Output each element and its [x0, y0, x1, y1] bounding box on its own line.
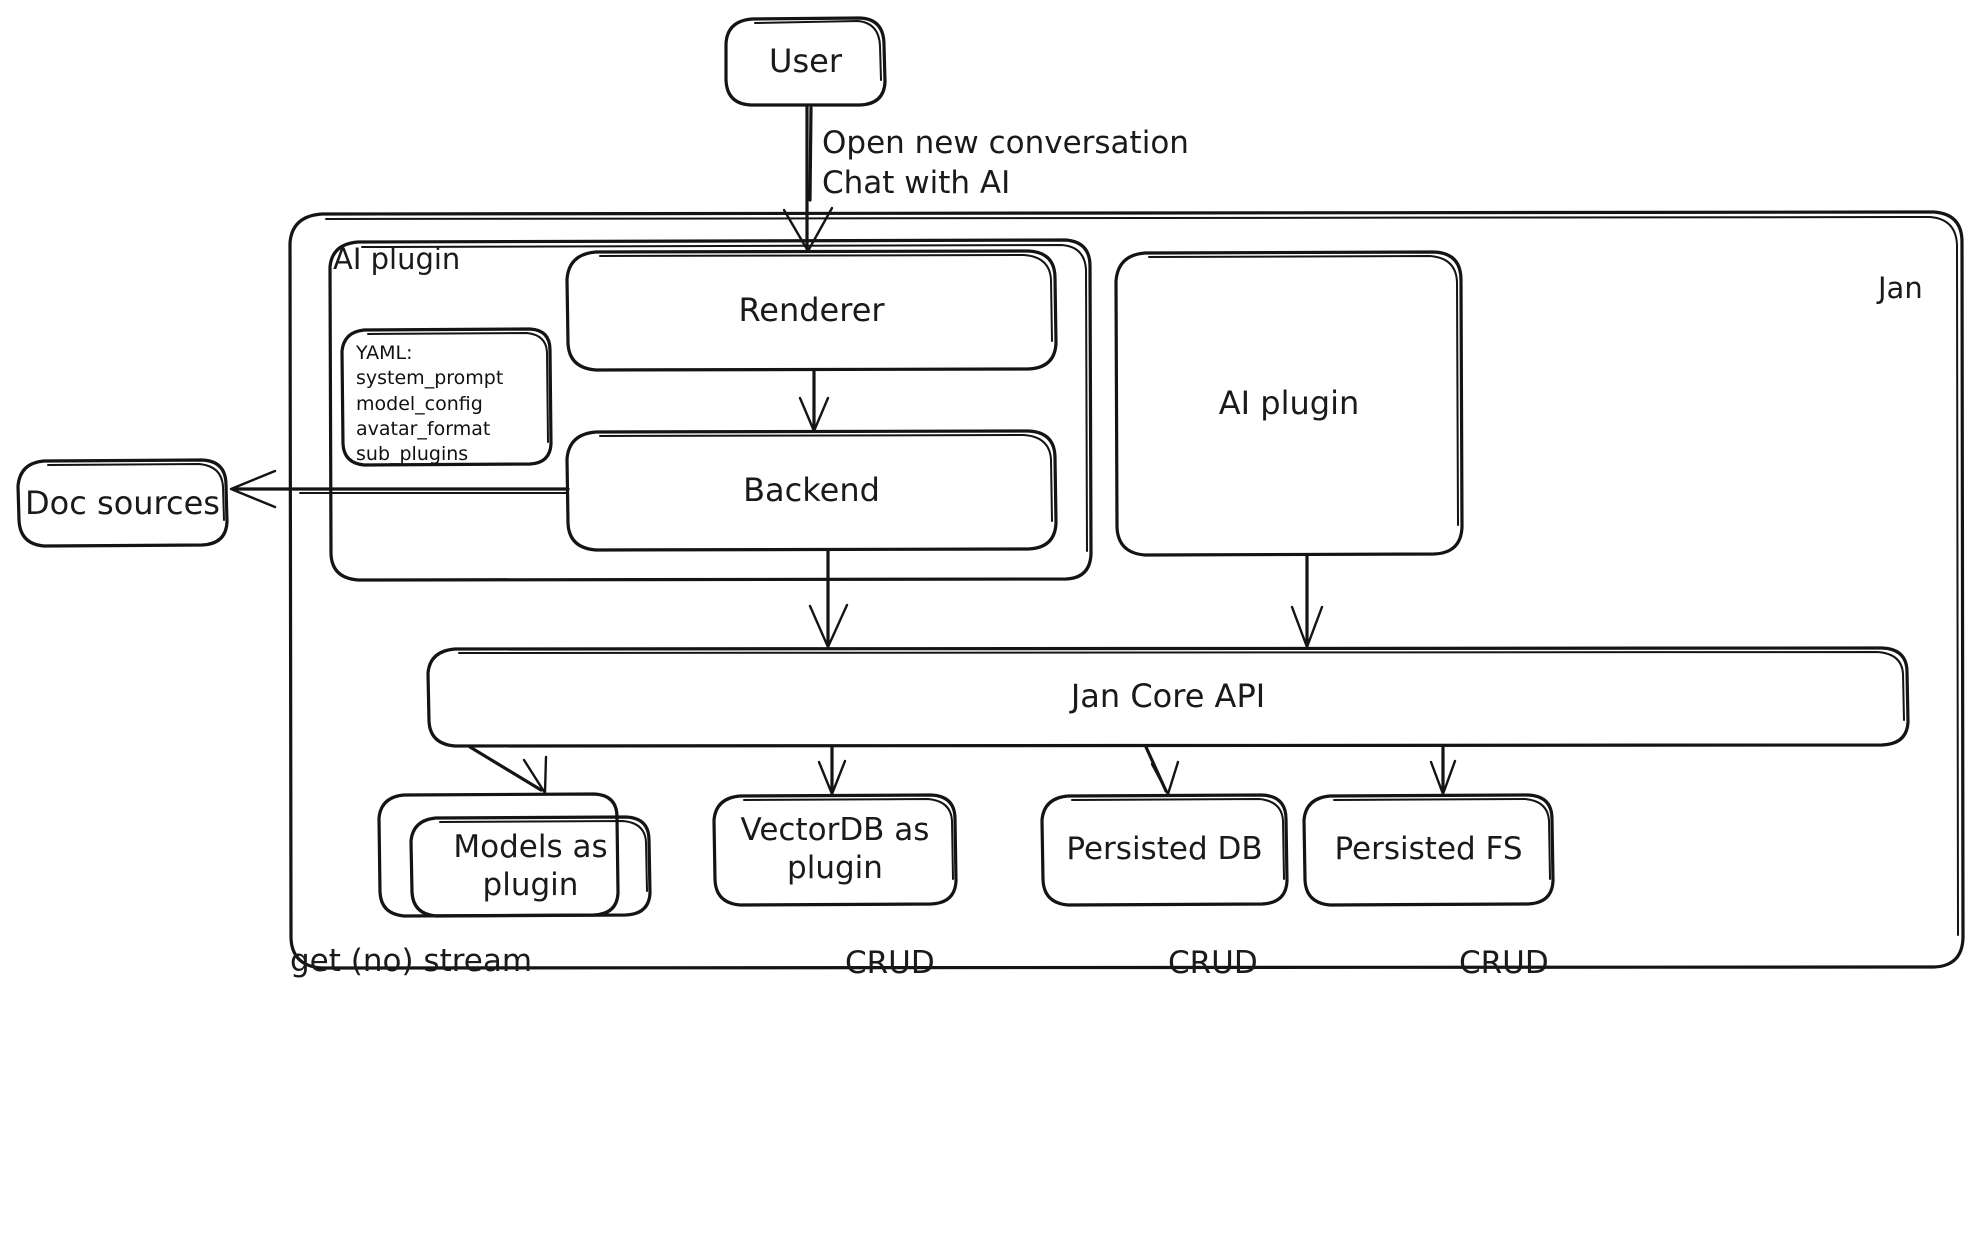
yaml-key-sub-plugins: sub_plugins	[356, 443, 469, 466]
arrow-core-api-to-persisted-db	[1144, 745, 1180, 796]
arrow-ai-plugin-to-core-api	[1290, 554, 1324, 649]
container-shape-jan	[288, 210, 1965, 970]
node-yaml-config: YAML: system_prompt model_config avatar_…	[342, 329, 551, 465]
yaml-key-model-config: model_config	[356, 392, 483, 415]
yaml-key-system-prompt: system_prompt	[356, 367, 504, 390]
arrow-core-api-to-models	[468, 745, 548, 795]
edge-label-crud-vectordb: CRUD	[845, 945, 935, 981]
node-shape-vectordb-plugin	[712, 793, 958, 907]
arrow-user-to-renderer	[782, 104, 834, 253]
yaml-key-avatar-format: avatar_format	[356, 417, 491, 440]
node-doc-sources-label: Doc sources	[25, 483, 220, 522]
node-persisted-db[interactable]: Persisted DB	[1042, 795, 1287, 905]
arrow-backend-to-core-api	[808, 549, 849, 649]
node-doc-sources[interactable]: Doc sources	[18, 460, 227, 547]
node-shape-persisted-fs	[1302, 793, 1555, 907]
node-user-label: User	[769, 42, 842, 81]
edge-label-get-no-stream: get (no) stream	[290, 943, 533, 979]
container-label-ai-plugin-group: AI plugin	[333, 242, 461, 276]
node-renderer[interactable]: Renderer	[567, 251, 1056, 370]
node-vectordb-plugin-label: VectorDB as plugin	[740, 812, 930, 886]
node-user[interactable]: User	[726, 18, 885, 106]
node-shape-yaml	[340, 327, 553, 467]
node-models-plugin-label: Models as plugin	[453, 828, 608, 903]
node-renderer-label: Renderer	[738, 290, 885, 329]
node-ai-plugin-label: AI plugin	[1218, 383, 1360, 422]
arrow-renderer-to-backend	[798, 369, 830, 433]
node-shape-jan-core-api	[426, 646, 1910, 748]
node-shape-models-plugin	[377, 792, 652, 918]
node-models-plugin[interactable]: Models as plugin	[411, 817, 650, 916]
arrow-core-api-to-persisted-fs	[1429, 745, 1457, 796]
container-shape-ai-plugin-group	[328, 238, 1093, 582]
edge-label-crud-persisted-db: CRUD	[1168, 945, 1258, 981]
node-shape-ai-plugin	[1114, 250, 1464, 557]
container-label-jan: Jan	[1878, 271, 1923, 305]
yaml-header: YAML:	[356, 342, 413, 364]
node-shape-doc-sources	[16, 458, 229, 548]
edge-label-crud-persisted-fs: CRUD	[1459, 945, 1549, 981]
node-persisted-fs-label: Persisted FS	[1334, 831, 1523, 868]
node-backend[interactable]: Backend	[567, 431, 1056, 550]
node-jan-core-api[interactable]: Jan Core API	[428, 648, 1908, 746]
node-persisted-db-label: Persisted DB	[1066, 831, 1263, 868]
node-backend-label: Backend	[743, 470, 880, 509]
node-persisted-fs[interactable]: Persisted FS	[1304, 795, 1553, 905]
node-shape-renderer	[565, 249, 1058, 372]
arrow-backend-to-doc-sources	[229, 469, 570, 509]
node-shape-user	[724, 16, 887, 107]
node-ai-plugin[interactable]: AI plugin	[1116, 252, 1462, 555]
node-vectordb-plugin[interactable]: VectorDB as plugin	[714, 795, 956, 905]
node-shape-persisted-db	[1040, 793, 1289, 907]
arrow-core-api-to-vectordb	[817, 745, 847, 796]
node-shape-backend	[565, 429, 1058, 552]
node-jan-core-api-label: Jan Core API	[1070, 677, 1266, 716]
